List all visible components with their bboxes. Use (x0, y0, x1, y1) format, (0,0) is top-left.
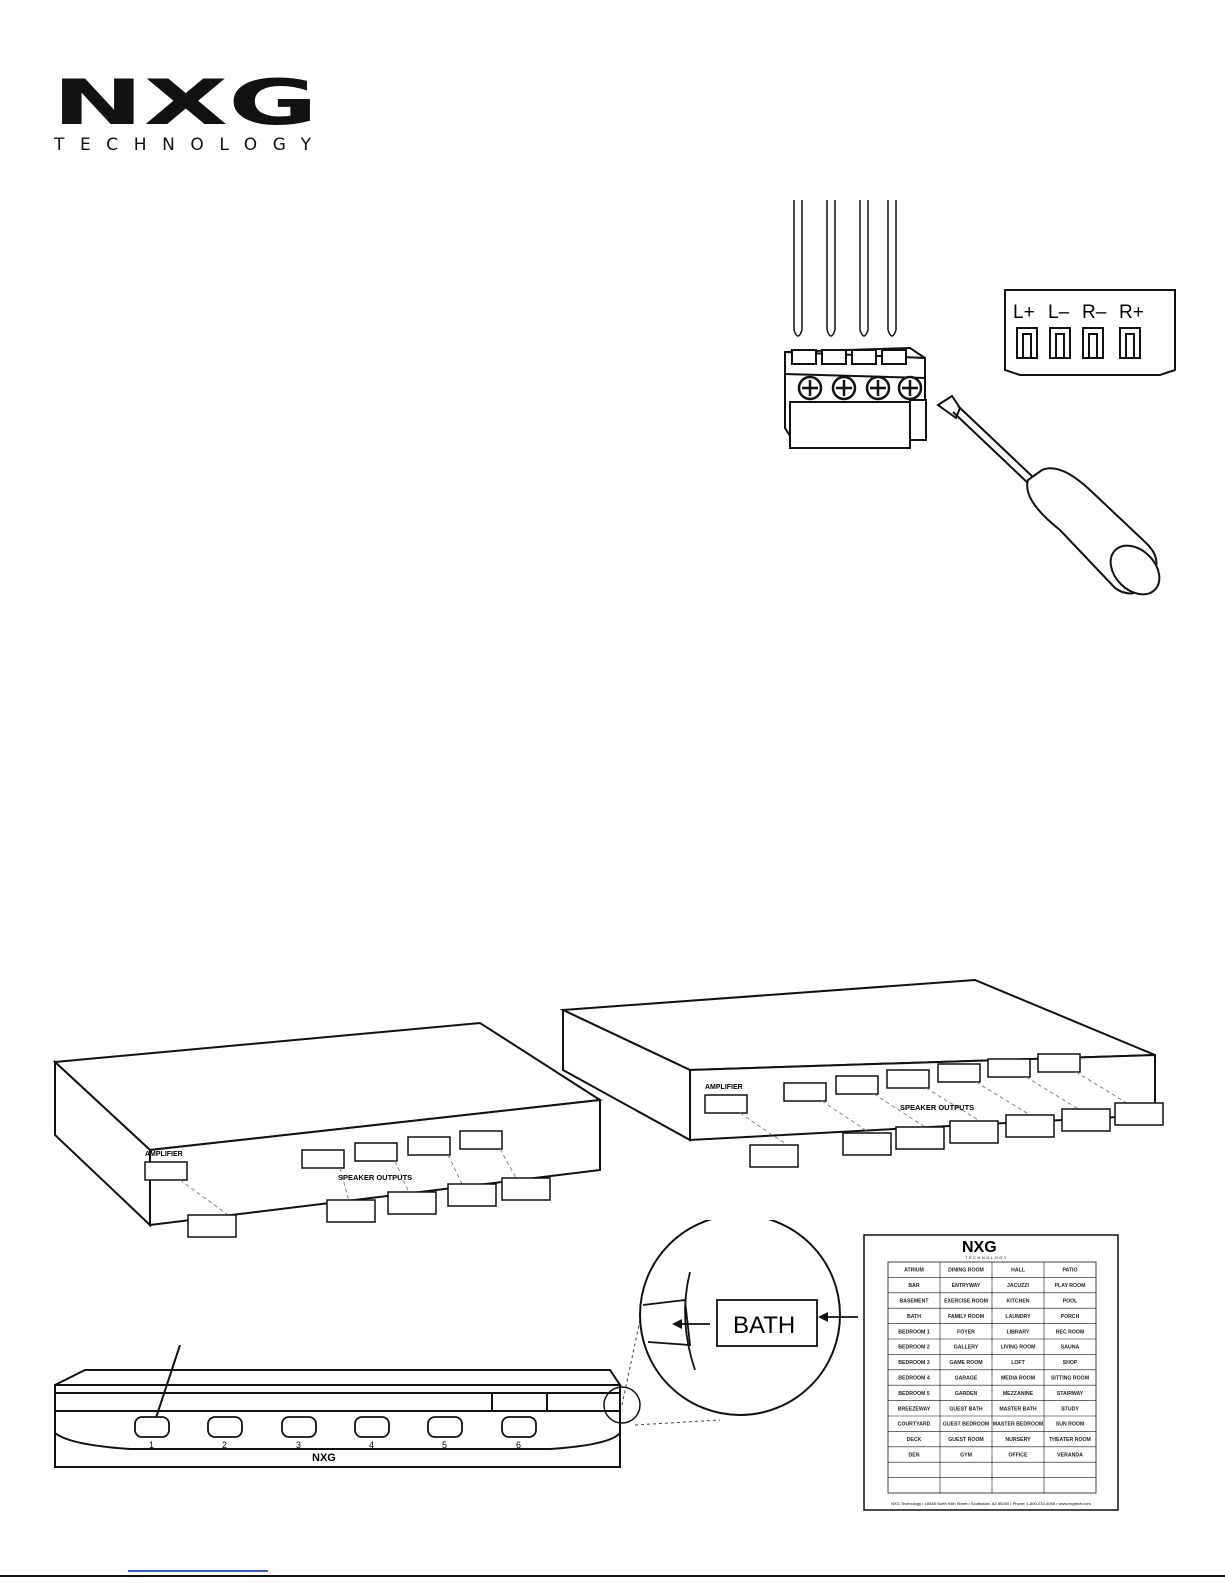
room-label-cell: MASTER BATH (999, 1406, 1037, 1412)
hub-6-plugs (749, 1102, 1164, 1168)
room-label-cell: DECK (907, 1437, 922, 1443)
room-label-cell: BEDROOM 1 (898, 1329, 930, 1335)
hub-4-zone-illustration: AMPLIFIER SPEAKER OUTPUTS (52, 1021, 603, 1238)
label-sheet-illustration: NXG TECHNOLOGY ATRIUM DINING ROOM HALL PATI… (863, 1234, 1119, 1511)
hub-6-ports (704, 1053, 1081, 1114)
room-label-cell: SITTING ROOM (1051, 1376, 1089, 1382)
bath-label-text: BATH (733, 1312, 795, 1339)
logo-text: NXG (52, 74, 318, 139)
room-label-cell: GUEST BATH (949, 1406, 983, 1412)
terminal-plug-block (784, 346, 927, 449)
terminal-wiring-illustration: L+ L– R– R+ (784, 200, 1176, 596)
room-label-cell: GUEST BEDROOM (943, 1422, 989, 1428)
room-label-cell: FAMILY ROOM (948, 1314, 984, 1320)
zone-button-1-label: 1 (149, 1440, 154, 1450)
room-label-cell: GARDEN (955, 1391, 978, 1397)
room-label-cell: LAUNDRY (1005, 1314, 1031, 1320)
room-label-cell: HALL (1011, 1268, 1026, 1274)
room-label-cell: GALLERY (954, 1345, 979, 1351)
room-label-cell: LIBRARY (1007, 1329, 1030, 1335)
room-label-cell: DINING ROOM (948, 1268, 984, 1274)
room-label-cell: BAR (908, 1283, 919, 1289)
room-label-cell: GYM (960, 1453, 972, 1459)
hub-6-dashes (739, 1071, 1131, 1148)
zoom-callout-illustration: BATH (621, 1220, 858, 1426)
zone-button-4-label: 4 (369, 1440, 374, 1450)
button-pointer-arrow (152, 1345, 181, 1428)
zone-button-6-label: 6 (516, 1440, 521, 1450)
label-sheet-page (863, 1234, 1119, 1511)
room-label-cell: ENTRYWAY (952, 1283, 981, 1289)
socket-label-l-minus: L– (1048, 302, 1070, 323)
label-grid: ATRIUM DINING ROOM HALL PATIO BAR ENTRYWAY JAC… (887, 1261, 1097, 1494)
zone-buttons (134, 1416, 537, 1438)
room-label-cell: MEDIA ROOM (1001, 1376, 1035, 1382)
room-label-cell: KITCHEN (1006, 1299, 1029, 1305)
room-label-cell: BATH (907, 1314, 921, 1320)
speaker-wires (793, 200, 897, 337)
room-label-cell: BEDROOM 2 (898, 1345, 930, 1351)
room-label-cell: DEN (909, 1453, 920, 1459)
bath-label-card (716, 1299, 818, 1347)
room-label-cell: BEDROOM 4 (898, 1376, 930, 1382)
zone-button-5-label: 5 (442, 1440, 447, 1450)
room-label-cell: VERANDA (1057, 1453, 1083, 1459)
socket-label-l-plus: L+ (1013, 302, 1035, 323)
screwdriver (936, 394, 1161, 596)
hub-4-amp-label: AMPLIFIER (145, 1151, 183, 1158)
front-panel-illustration: 1 2 3 4 5 6 NXG (54, 1345, 641, 1468)
output-socket (1004, 289, 1176, 376)
socket-label-r-plus: R+ (1119, 302, 1144, 323)
room-label-cell: BEDROOM 3 (898, 1360, 930, 1366)
label-slot (642, 1298, 692, 1346)
room-label-cell: PATIO (1062, 1268, 1077, 1274)
hub-6-amp-label: AMPLIFIER (705, 1084, 743, 1091)
room-label-cell: GARAGE (955, 1376, 978, 1382)
room-label-cell: COURTYARD (898, 1422, 931, 1428)
terminal-screws (797, 375, 923, 401)
room-label-cell: POOL (1063, 1299, 1079, 1305)
label-sheet-logo-sub: TECHNOLOGY (965, 1255, 1008, 1260)
room-label-cell: THEATER ROOM (1049, 1437, 1091, 1443)
room-label-cell: JACUZZI (1007, 1283, 1029, 1289)
room-label-cell: PLAY ROOM (1055, 1283, 1086, 1289)
hub-4-plugs (187, 1177, 551, 1238)
room-label-cell: BEDROOM 5 (898, 1391, 930, 1397)
hub-4-ports (144, 1130, 503, 1181)
zone-button-2-label: 2 (222, 1440, 227, 1450)
room-label-cell: SHOP (1063, 1360, 1078, 1366)
room-label-cell: GAME ROOM (949, 1360, 982, 1366)
room-label-cell: STUDY (1061, 1406, 1079, 1412)
nxg-logo: NXG TECHNOLOGY (52, 74, 320, 154)
room-label-cell: MEZZANINE (1003, 1391, 1034, 1397)
footer-link-underline (128, 1570, 268, 1572)
room-label-cell: OFFICE (1008, 1453, 1028, 1459)
room-label-cell: PORCH (1061, 1314, 1080, 1320)
footer-rule (0, 1575, 1225, 1577)
socket-label-r-minus: R– (1082, 302, 1107, 323)
room-label-cell: LOFT (1011, 1360, 1025, 1366)
room-label-cell: BREEZEWAY (898, 1406, 931, 1412)
hub-6-outputs-label: SPEAKER OUTPUTS (900, 1103, 974, 1112)
label-sheet-footer: NXG Technology • 16648 North 94th Street… (891, 1501, 1091, 1506)
room-label-cell: NURSERY (1005, 1437, 1031, 1443)
room-label-cell: LIVING ROOM (1001, 1345, 1036, 1351)
front-panel-logo: NXG (312, 1452, 336, 1464)
room-label-cell: EXERCISE ROOM (944, 1299, 988, 1305)
room-label-cell: SAUNA (1061, 1345, 1080, 1351)
room-label-cell: STAIRWAY (1057, 1391, 1084, 1397)
room-label-cell: MASTER BEDROOM (993, 1422, 1043, 1428)
room-label-cell: SUN ROOM (1056, 1422, 1085, 1428)
room-label-cell: ATRIUM (904, 1268, 924, 1274)
room-label-cell: BASEMENT (899, 1299, 929, 1305)
hub-4-outputs-label: SPEAKER OUTPUTS (338, 1173, 412, 1182)
label-sheet-logo: NXG (962, 1239, 997, 1256)
room-label-cell: FOYER (957, 1329, 975, 1335)
room-label-cell: GUEST ROOM (948, 1437, 983, 1443)
zone-button-3-label: 3 (296, 1440, 301, 1450)
logo-subtext: TECHNOLOGY (53, 135, 320, 154)
room-label-cell: REC ROOM (1056, 1329, 1085, 1335)
zoom-target-circle (603, 1386, 641, 1424)
hub-6-zone-illustration: AMPLIFIER SPEAKER OUTPUTS (560, 978, 1164, 1168)
